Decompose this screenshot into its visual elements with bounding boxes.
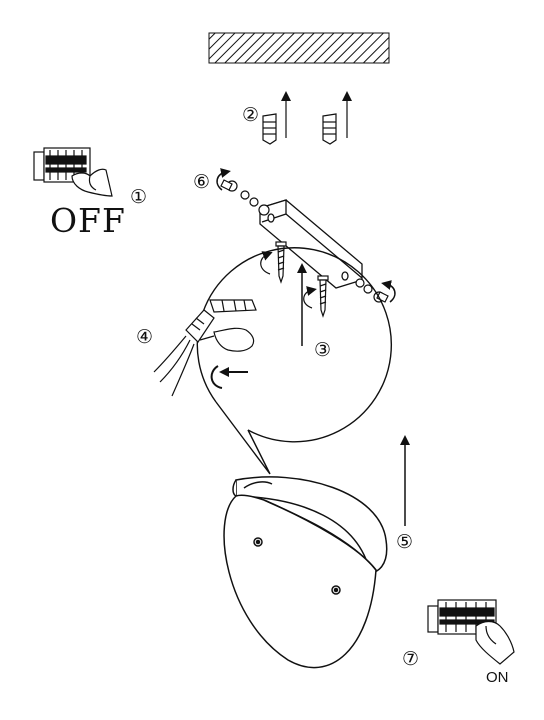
hand-icon xyxy=(199,327,255,352)
step-2-label: ② xyxy=(242,104,260,126)
mounting-bracket-icon xyxy=(259,199,363,289)
wall-anchor-icon xyxy=(322,91,352,145)
hand-icon xyxy=(475,620,515,665)
step-4-label: ④ xyxy=(136,326,154,348)
switch-off-label: OFF xyxy=(50,201,126,240)
screw-icon xyxy=(260,241,287,284)
screw-icon xyxy=(303,275,329,318)
rotation-arrow-icon xyxy=(216,168,396,303)
wires-icon xyxy=(153,335,195,397)
ceiling-hatch-icon xyxy=(208,32,390,64)
lamp-shade-icon xyxy=(223,476,388,669)
terminal-block-icon xyxy=(185,299,257,343)
step-7-label: ⑦ xyxy=(402,648,420,670)
screw-icon xyxy=(220,179,389,303)
switch-on-label: ON xyxy=(486,669,509,686)
step-3-label: ③ xyxy=(314,339,332,361)
hand-icon xyxy=(71,168,113,197)
step-6-label: ⑥ xyxy=(193,171,211,193)
step-1-label: ① xyxy=(130,186,148,208)
wall-anchor-icon xyxy=(262,91,291,145)
rotation-arrow-icon xyxy=(210,365,248,389)
step-5-label: ⑤ xyxy=(396,531,414,553)
